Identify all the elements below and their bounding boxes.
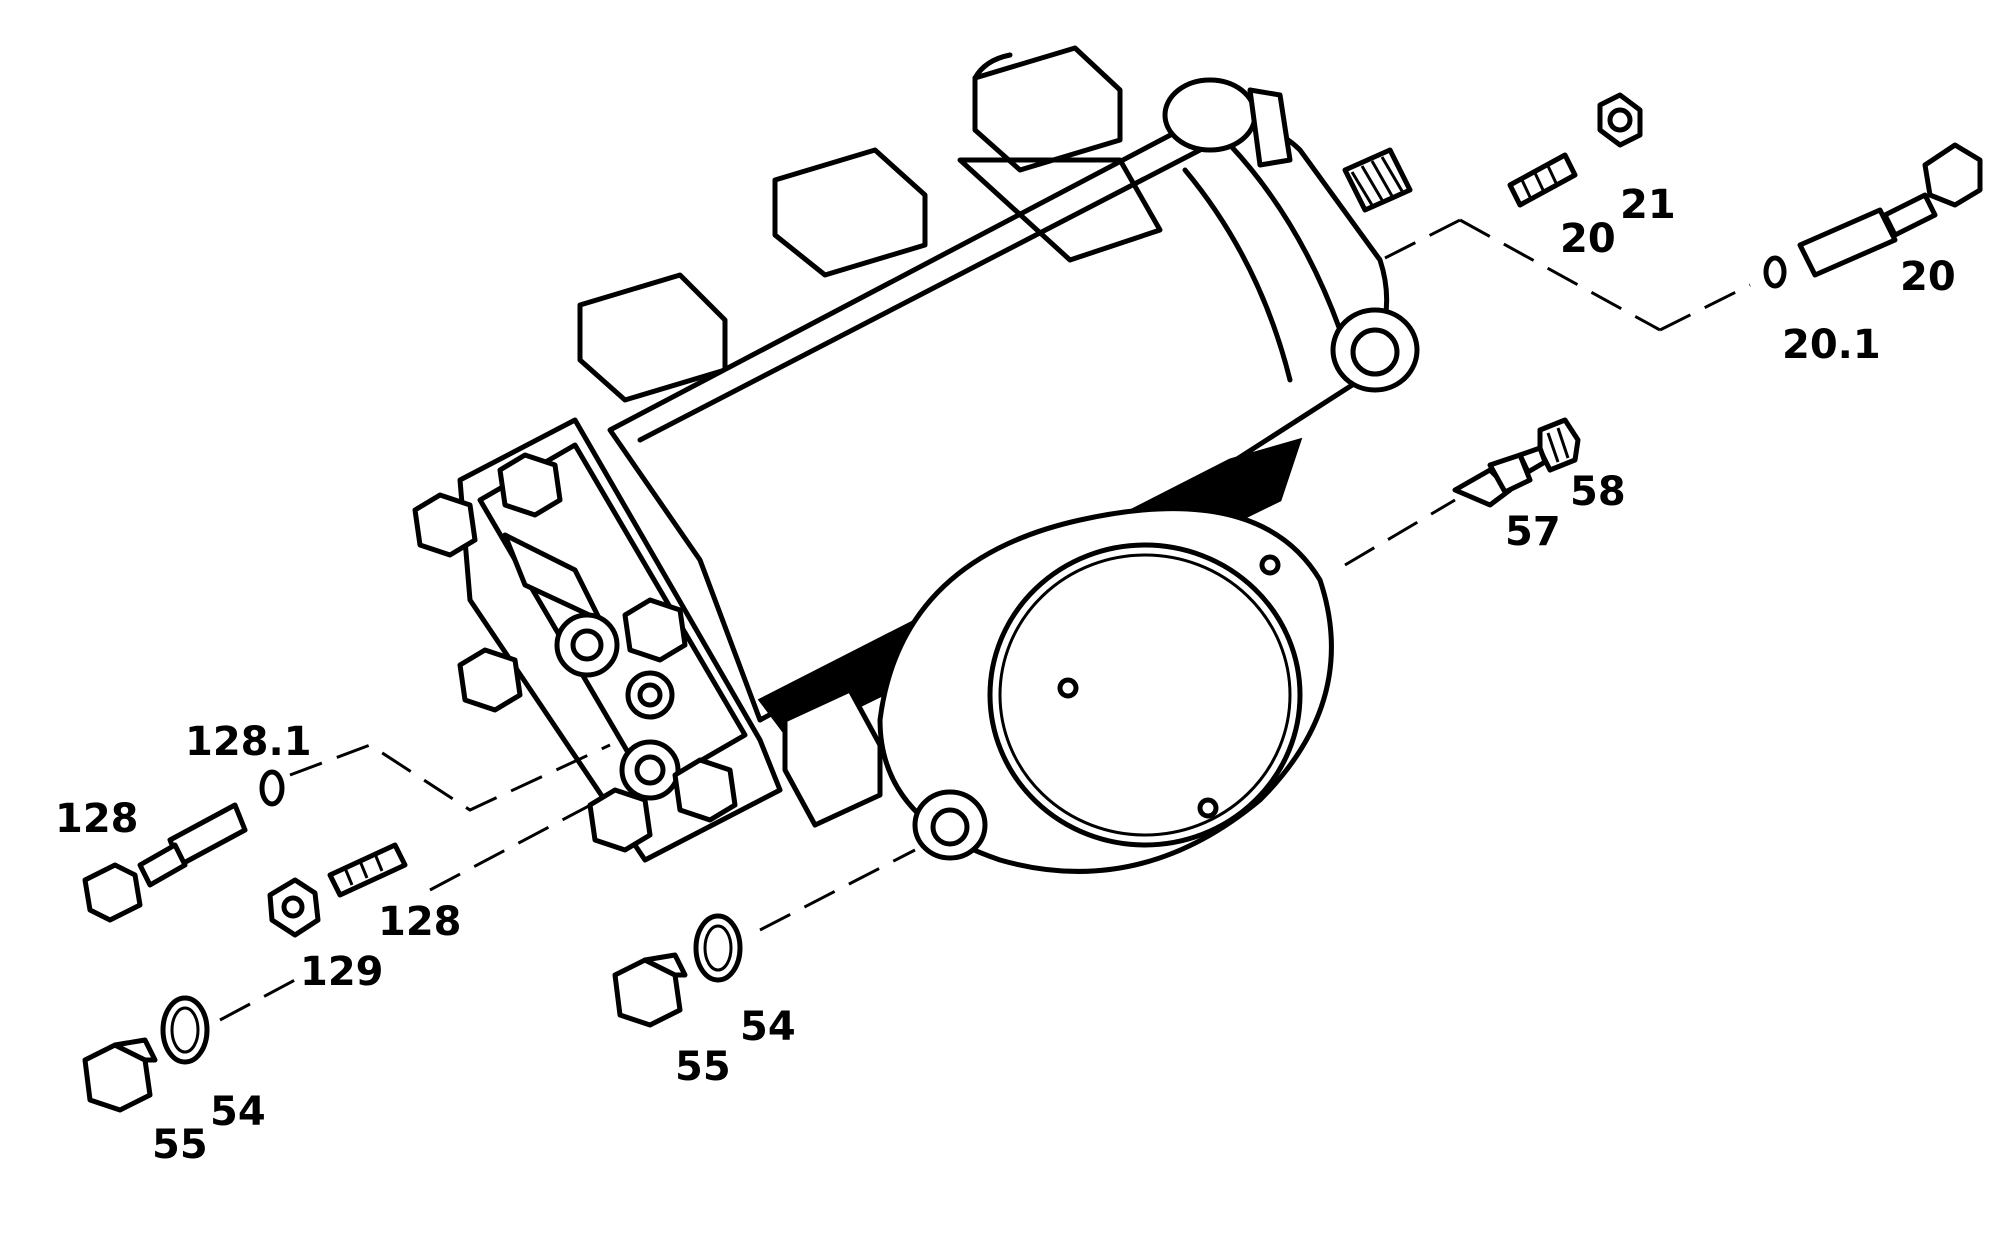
callout-128-1: 128.1	[185, 719, 312, 765]
part-129-nut	[267, 877, 321, 938]
callout-128-screw: 128	[55, 796, 139, 842]
steering-gear-housing	[412, 45, 1420, 874]
callout-20-bleed-screw: 20	[1900, 254, 1956, 300]
part-54-washer-left	[160, 995, 210, 1065]
callout-57: 57	[1505, 509, 1561, 555]
leader-lines	[219, 218, 1751, 1022]
sector-shaft-housing	[877, 506, 1334, 874]
mounting-lug-right	[1330, 307, 1420, 393]
callout-54-left: 54	[210, 1089, 266, 1135]
part-20-bleed-screw	[1797, 142, 1983, 278]
part-128-bleed-screw	[82, 802, 248, 923]
callout-labels: 21 20 20 20.1 58 57 128.1 128 128 129 54…	[55, 182, 1956, 1168]
part-128-1-o-ring	[259, 769, 285, 807]
callout-58: 58	[1570, 469, 1626, 515]
part-20-stud	[1507, 152, 1578, 208]
adjuster-fitting	[1342, 147, 1413, 213]
callout-54-right: 54	[740, 1004, 796, 1050]
callout-129: 129	[300, 949, 384, 995]
callout-20-stud: 20	[1560, 216, 1616, 262]
end-cover-plate	[457, 417, 783, 863]
part-21-nut	[1597, 92, 1643, 148]
mounting-lug-left	[912, 789, 988, 861]
part-55-plug-right	[612, 952, 688, 1028]
callout-55-left: 55	[152, 1122, 208, 1168]
part-128-stud	[327, 842, 408, 898]
part-54-washer-right	[693, 913, 743, 983]
callout-128-stud: 128	[378, 899, 462, 945]
callout-55-right: 55	[675, 1044, 731, 1090]
top-cap	[1162, 77, 1293, 168]
part-20-1-o-ring	[1763, 255, 1787, 289]
callout-21: 21	[1620, 182, 1676, 228]
part-57-grease-nipple	[1452, 445, 1548, 508]
port-boss-1	[972, 45, 1123, 173]
port-boss-2	[772, 147, 928, 278]
callout-20-1: 20.1	[1782, 322, 1881, 368]
part-55-plug-left	[82, 1037, 158, 1113]
valve-block	[782, 687, 883, 828]
cover-bolts	[412, 452, 738, 853]
